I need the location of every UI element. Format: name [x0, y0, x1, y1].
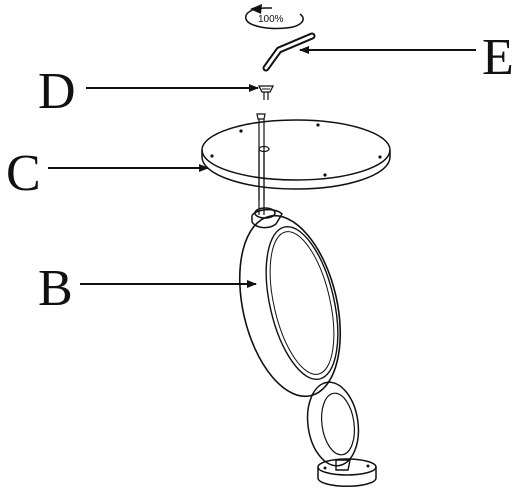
rotation-percent: 100%	[258, 14, 284, 25]
rotation-arrowhead-icon	[250, 4, 262, 14]
frame-icon	[238, 207, 377, 488]
callout-b: B	[38, 260, 257, 317]
screw-icon	[257, 85, 275, 100]
callout-c: C	[6, 145, 209, 202]
callout-c-letter: C	[6, 145, 41, 202]
round-plate-icon	[201, 119, 391, 200]
callout-d-letter: D	[38, 63, 76, 120]
callout-e: E	[299, 29, 514, 86]
callout-d: D	[38, 63, 259, 120]
hex-key-icon	[262, 32, 316, 72]
rotation-indicator: 100%	[245, 4, 304, 30]
callout-e-letter: E	[482, 29, 514, 86]
callout-b-letter: B	[38, 260, 73, 317]
